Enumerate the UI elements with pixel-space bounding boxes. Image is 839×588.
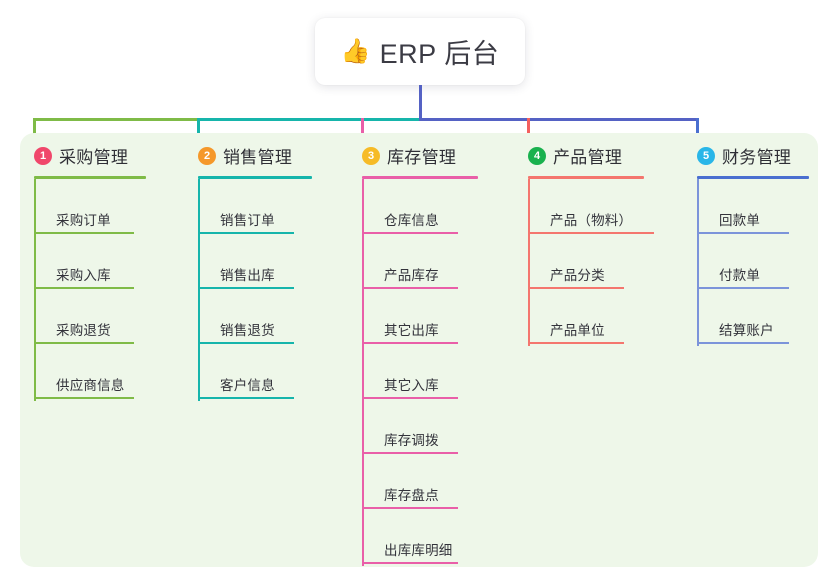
- leaf-item-rule: [362, 232, 458, 234]
- leaf-item-rule: [362, 562, 458, 564]
- leaf-item-label: 客户信息: [220, 378, 275, 393]
- leaf-item-rule: [697, 287, 789, 289]
- column-title-5: 财务管理: [722, 148, 792, 167]
- column-badge-5: 5: [697, 146, 715, 165]
- leaf-item-label: 采购退货: [56, 323, 111, 338]
- leaf-item-label: 付款单: [719, 268, 761, 283]
- leaf-item-rule: [362, 342, 458, 344]
- connector-stem: [418, 85, 422, 121]
- column-badge-1: 1: [34, 146, 52, 165]
- connector-bar-teal: [196, 118, 419, 121]
- leaf-item-rule: [362, 507, 458, 509]
- leaf-item-rule: [697, 342, 789, 344]
- leaf-item-label: 产品库存: [384, 268, 439, 283]
- column-header-rule-1: [34, 176, 146, 179]
- leaf-item-label: 供应商信息: [56, 378, 125, 393]
- connector-bar-green: [32, 118, 197, 121]
- leaf-item-rule: [34, 342, 134, 344]
- leaf-item-rule: [198, 342, 294, 344]
- column-header-rule-3: [362, 176, 478, 179]
- leaf-item-rule: [697, 232, 789, 234]
- leaf-item-label: 库存调拨: [384, 433, 439, 448]
- column-header-4[interactable]: 4 产品管理: [528, 143, 622, 168]
- leaf-item-label: 销售退货: [220, 323, 275, 338]
- leaf-item-label: 产品（物料）: [550, 213, 633, 228]
- column-trunk-2: [198, 179, 200, 401]
- leaf-item-rule: [528, 342, 624, 344]
- leaf-item-label: 产品分类: [550, 268, 605, 283]
- column-title-2: 销售管理: [223, 148, 293, 167]
- column-header-1[interactable]: 1 采购管理: [34, 143, 128, 168]
- column-badge-3: 3: [362, 146, 380, 165]
- leaf-item-rule: [198, 232, 294, 234]
- leaf-item-label: 产品单位: [550, 323, 605, 338]
- column-header-5[interactable]: 5 财务管理: [697, 143, 791, 168]
- leaf-item-rule: [528, 287, 624, 289]
- leaf-item-rule: [362, 287, 458, 289]
- leaf-item-label: 销售订单: [220, 213, 275, 228]
- thumbs-up-icon: 👍: [340, 37, 371, 65]
- column-trunk-3: [362, 179, 364, 566]
- leaf-item-rule: [198, 397, 294, 399]
- column-trunk-1: [34, 179, 36, 401]
- leaf-item-label: 出库库明细: [384, 543, 453, 558]
- leaf-item-label: 回款单: [719, 213, 761, 228]
- leaf-item-rule: [198, 287, 294, 289]
- leaf-item-rule: [34, 232, 134, 234]
- leaf-item-label: 库存盘点: [384, 488, 439, 503]
- connector-bar-indigo: [418, 118, 699, 121]
- column-header-rule-4: [528, 176, 644, 179]
- leaf-item-label: 其它入库: [384, 378, 439, 393]
- column-header-rule-2: [198, 176, 312, 179]
- leaf-item-label: 采购入库: [56, 268, 111, 283]
- column-header-rule-5: [697, 176, 809, 179]
- column-title-3: 库存管理: [387, 148, 457, 167]
- leaf-item-label: 销售出库: [220, 268, 275, 283]
- leaf-item-rule: [34, 287, 134, 289]
- leaf-item-label: 结算账户: [719, 323, 774, 338]
- column-title-4: 产品管理: [553, 148, 623, 167]
- column-badge-2: 2: [198, 146, 216, 165]
- root-node-card[interactable]: 👍 ERP 后台: [315, 18, 525, 85]
- leaf-item-label: 其它出库: [384, 323, 439, 338]
- root-node-title: ERP 后台: [379, 39, 500, 69]
- leaf-item-label: 仓库信息: [384, 213, 439, 228]
- column-header-3[interactable]: 3 库存管理: [362, 143, 456, 168]
- column-trunk-5: [697, 179, 699, 346]
- column-header-2[interactable]: 2 销售管理: [198, 143, 292, 168]
- leaf-item-rule: [362, 397, 458, 399]
- leaf-item-rule: [34, 397, 134, 399]
- diagram-panel: 1 采购管理采购订单采购入库采购退货供应商信息 2 销售管理销售订单销售出库销售退货客…: [20, 133, 818, 567]
- leaf-item-label: 采购订单: [56, 213, 111, 228]
- column-title-1: 采购管理: [59, 148, 129, 167]
- column-trunk-4: [528, 179, 530, 346]
- leaf-item-rule: [528, 232, 654, 234]
- column-badge-4: 4: [528, 146, 546, 165]
- leaf-item-rule: [362, 452, 458, 454]
